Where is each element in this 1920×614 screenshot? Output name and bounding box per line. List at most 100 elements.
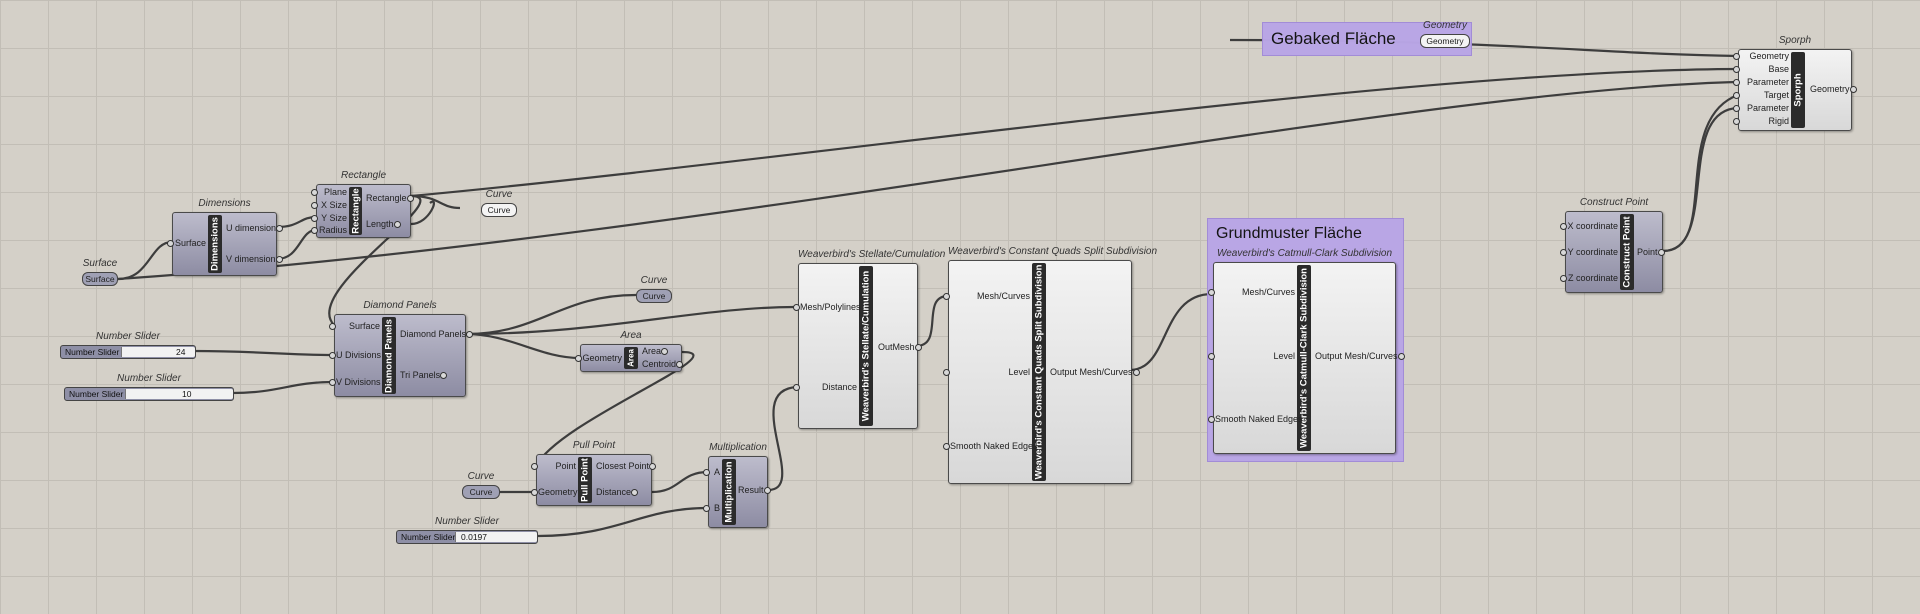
component-name-band: Diamond Panels: [382, 317, 396, 394]
input-port-b[interactable]: B: [703, 502, 720, 514]
construct-point-component[interactable]: Construct Point Construct Point X coordi…: [1560, 197, 1664, 293]
component-body: [798, 263, 918, 429]
rectangle-component[interactable]: Rectangle Rectangle Plane X Size Y Size …: [311, 170, 413, 238]
output-port-v-dimension[interactable]: V dimension: [226, 254, 283, 264]
component-title: Number Slider: [435, 516, 499, 527]
input-port-geometry[interactable]: Geometry: [575, 353, 622, 363]
component-title: Curve: [467, 471, 495, 482]
input-port-z-coordinate[interactable]: Z coordinate: [1560, 273, 1618, 283]
geometry-param[interactable]: Geometry Geometry: [1420, 20, 1470, 48]
output-port-length[interactable]: Length: [366, 219, 400, 229]
output-port-distance[interactable]: Distance: [596, 487, 639, 497]
output-port-closest-point[interactable]: Closest Point: [596, 461, 657, 471]
slider-body[interactable]: Number Slider 0.0197: [396, 530, 538, 544]
curve-param-top[interactable]: Curve Curve: [481, 189, 517, 217]
slider-value: 24: [176, 347, 186, 357]
input-port-u-divisions[interactable]: U Divisions: [329, 350, 382, 360]
component-body: [172, 212, 277, 276]
component-name-band: Pull Point: [578, 457, 592, 503]
output-port-output-mesh-curves[interactable]: Output Mesh/Curves: [1050, 367, 1140, 377]
slider-track[interactable]: [121, 347, 195, 357]
component-title: Area: [620, 330, 642, 341]
input-port-v-divisions[interactable]: V Divisions: [329, 377, 381, 387]
input-port-y-coordinate[interactable]: Y coordinate: [1560, 247, 1618, 257]
output-port-geometry[interactable]: Geometry: [1810, 84, 1856, 94]
component-title: Rectangle: [340, 170, 387, 181]
weaverbird-catmull-component[interactable]: Weaverbird's Catmull-Clark Subdivision W…: [1208, 248, 1405, 454]
input-port-point[interactable]: Point: [531, 460, 576, 472]
input-port-radius[interactable]: Radius: [311, 225, 347, 235]
input-port-rigid[interactable]: Rigid: [1733, 115, 1789, 127]
input-port-parameter[interactable]: Parameter: [1733, 76, 1789, 88]
output-port-area[interactable]: Area: [642, 346, 669, 356]
component-title: Multiplication: [709, 442, 767, 453]
slider-body[interactable]: Number Slider 24: [60, 345, 196, 359]
component-body: [1565, 211, 1663, 293]
number-slider-u[interactable]: Number Slider Number Slider 24: [60, 331, 196, 359]
component-title: Curve: [640, 275, 668, 286]
component-body: [334, 314, 466, 397]
surface-param[interactable]: Surface Surface: [82, 258, 118, 286]
input-port-level[interactable]: Level: [1208, 350, 1295, 362]
input-port-distance[interactable]: Distance: [793, 381, 857, 393]
component-name: Diamond Panels: [383, 318, 395, 393]
output-port-centroid[interactable]: Centroid: [642, 359, 684, 369]
component-name-band: Area: [624, 347, 638, 369]
output-port-rectangle[interactable]: Rectangle: [366, 193, 413, 203]
output-port-diamond-panels[interactable]: Diamond Panels: [400, 329, 474, 339]
wire: [193, 349, 335, 357]
input-port-surface[interactable]: Surface: [329, 320, 380, 332]
output-port-u-dimension[interactable]: U dimension: [226, 223, 284, 233]
input-port-geometry[interactable]: Geometry: [531, 487, 578, 497]
sporph-component[interactable]: Sporph Sporph Geometry Base Parameter Ta…: [1733, 35, 1856, 131]
slider-track[interactable]: [125, 389, 233, 399]
input-port-plane[interactable]: Plane: [311, 186, 347, 198]
component-name-band: Sporph: [1791, 52, 1805, 128]
component-title: Number Slider: [96, 331, 160, 342]
input-port-level[interactable]: Level: [943, 366, 1030, 378]
curve-param-low[interactable]: Curve Curve: [462, 471, 500, 499]
area-component[interactable]: Area Area Geometry Area Centroid: [575, 330, 684, 372]
number-slider-distance[interactable]: Number Slider Number Slider 0.0197: [396, 516, 538, 544]
wire: [410, 194, 461, 210]
input-port-x-size[interactable]: X Size: [311, 199, 347, 211]
output-port-output-mesh-curves[interactable]: Output Mesh/Curves: [1315, 351, 1405, 361]
component-title: Curve: [485, 189, 513, 200]
weaverbird-quads-component[interactable]: Weaverbird's Constant Quads Split Subdiv…: [943, 246, 1157, 484]
input-port-y-size[interactable]: Y Size: [311, 212, 347, 224]
input-port-geometry[interactable]: Geometry: [1733, 50, 1789, 62]
component-title: Weaverbird's Catmull-Clark Subdivision: [1216, 248, 1393, 259]
curve-param-mid[interactable]: Curve Curve: [636, 275, 672, 303]
input-port-smooth-naked-edges[interactable]: Smooth Naked Edges: [943, 441, 1038, 451]
output-port-point[interactable]: Point: [1637, 247, 1664, 257]
input-port-mesh-curves[interactable]: Mesh/Curves: [1208, 286, 1295, 298]
input-port-parameter[interactable]: Parameter: [1733, 102, 1789, 114]
input-port-a[interactable]: A: [703, 466, 720, 478]
input-port-mesh-polylines[interactable]: Mesh/Polylines: [793, 302, 861, 312]
input-port-smooth-naked-edges[interactable]: Smooth Naked Edges: [1208, 414, 1303, 424]
input-port-x-coordinate[interactable]: X coordinate: [1560, 221, 1618, 231]
slider-track[interactable]: [455, 532, 537, 542]
component-title: Weaverbird's Stellate/Cumulation: [798, 249, 946, 260]
wire: [465, 293, 637, 336]
component-name-band: Weaverbird's Stellate/Cumulation: [859, 266, 873, 426]
pull-point-component[interactable]: Pull Point Pull Point Point Geometry Clo…: [531, 440, 657, 506]
input-port-target[interactable]: Target: [1733, 89, 1789, 101]
number-slider-v[interactable]: Number Slider Number Slider 10: [64, 373, 234, 401]
component-name: Dimensions: [209, 217, 221, 271]
weaverbird-stellate-component[interactable]: Weaverbird's Stellate/Cumulation Weaverb…: [793, 249, 945, 429]
multiplication-component[interactable]: Multiplication Multiplication A B Result: [703, 442, 770, 528]
slider-body[interactable]: Number Slider 10: [64, 387, 234, 401]
input-port-surface[interactable]: Surface: [167, 238, 206, 248]
component-name: Pull Point: [579, 458, 591, 502]
diamond-panels-component[interactable]: Diamond Panels Diamond Panels Surface U …: [329, 300, 474, 397]
output-port-tri-panels[interactable]: Tri Panels: [400, 370, 448, 380]
slider-label: Number Slider: [401, 532, 456, 542]
output-port-result[interactable]: Result: [738, 485, 770, 495]
wire: [651, 470, 709, 494]
output-port-outmesh[interactable]: OutMesh: [878, 342, 921, 352]
dimensions-component[interactable]: Dimensions Dimensions Surface U dimensio…: [167, 198, 284, 276]
input-port-base[interactable]: Base: [1733, 63, 1789, 75]
input-port-mesh-curves[interactable]: Mesh/Curves: [943, 290, 1030, 302]
